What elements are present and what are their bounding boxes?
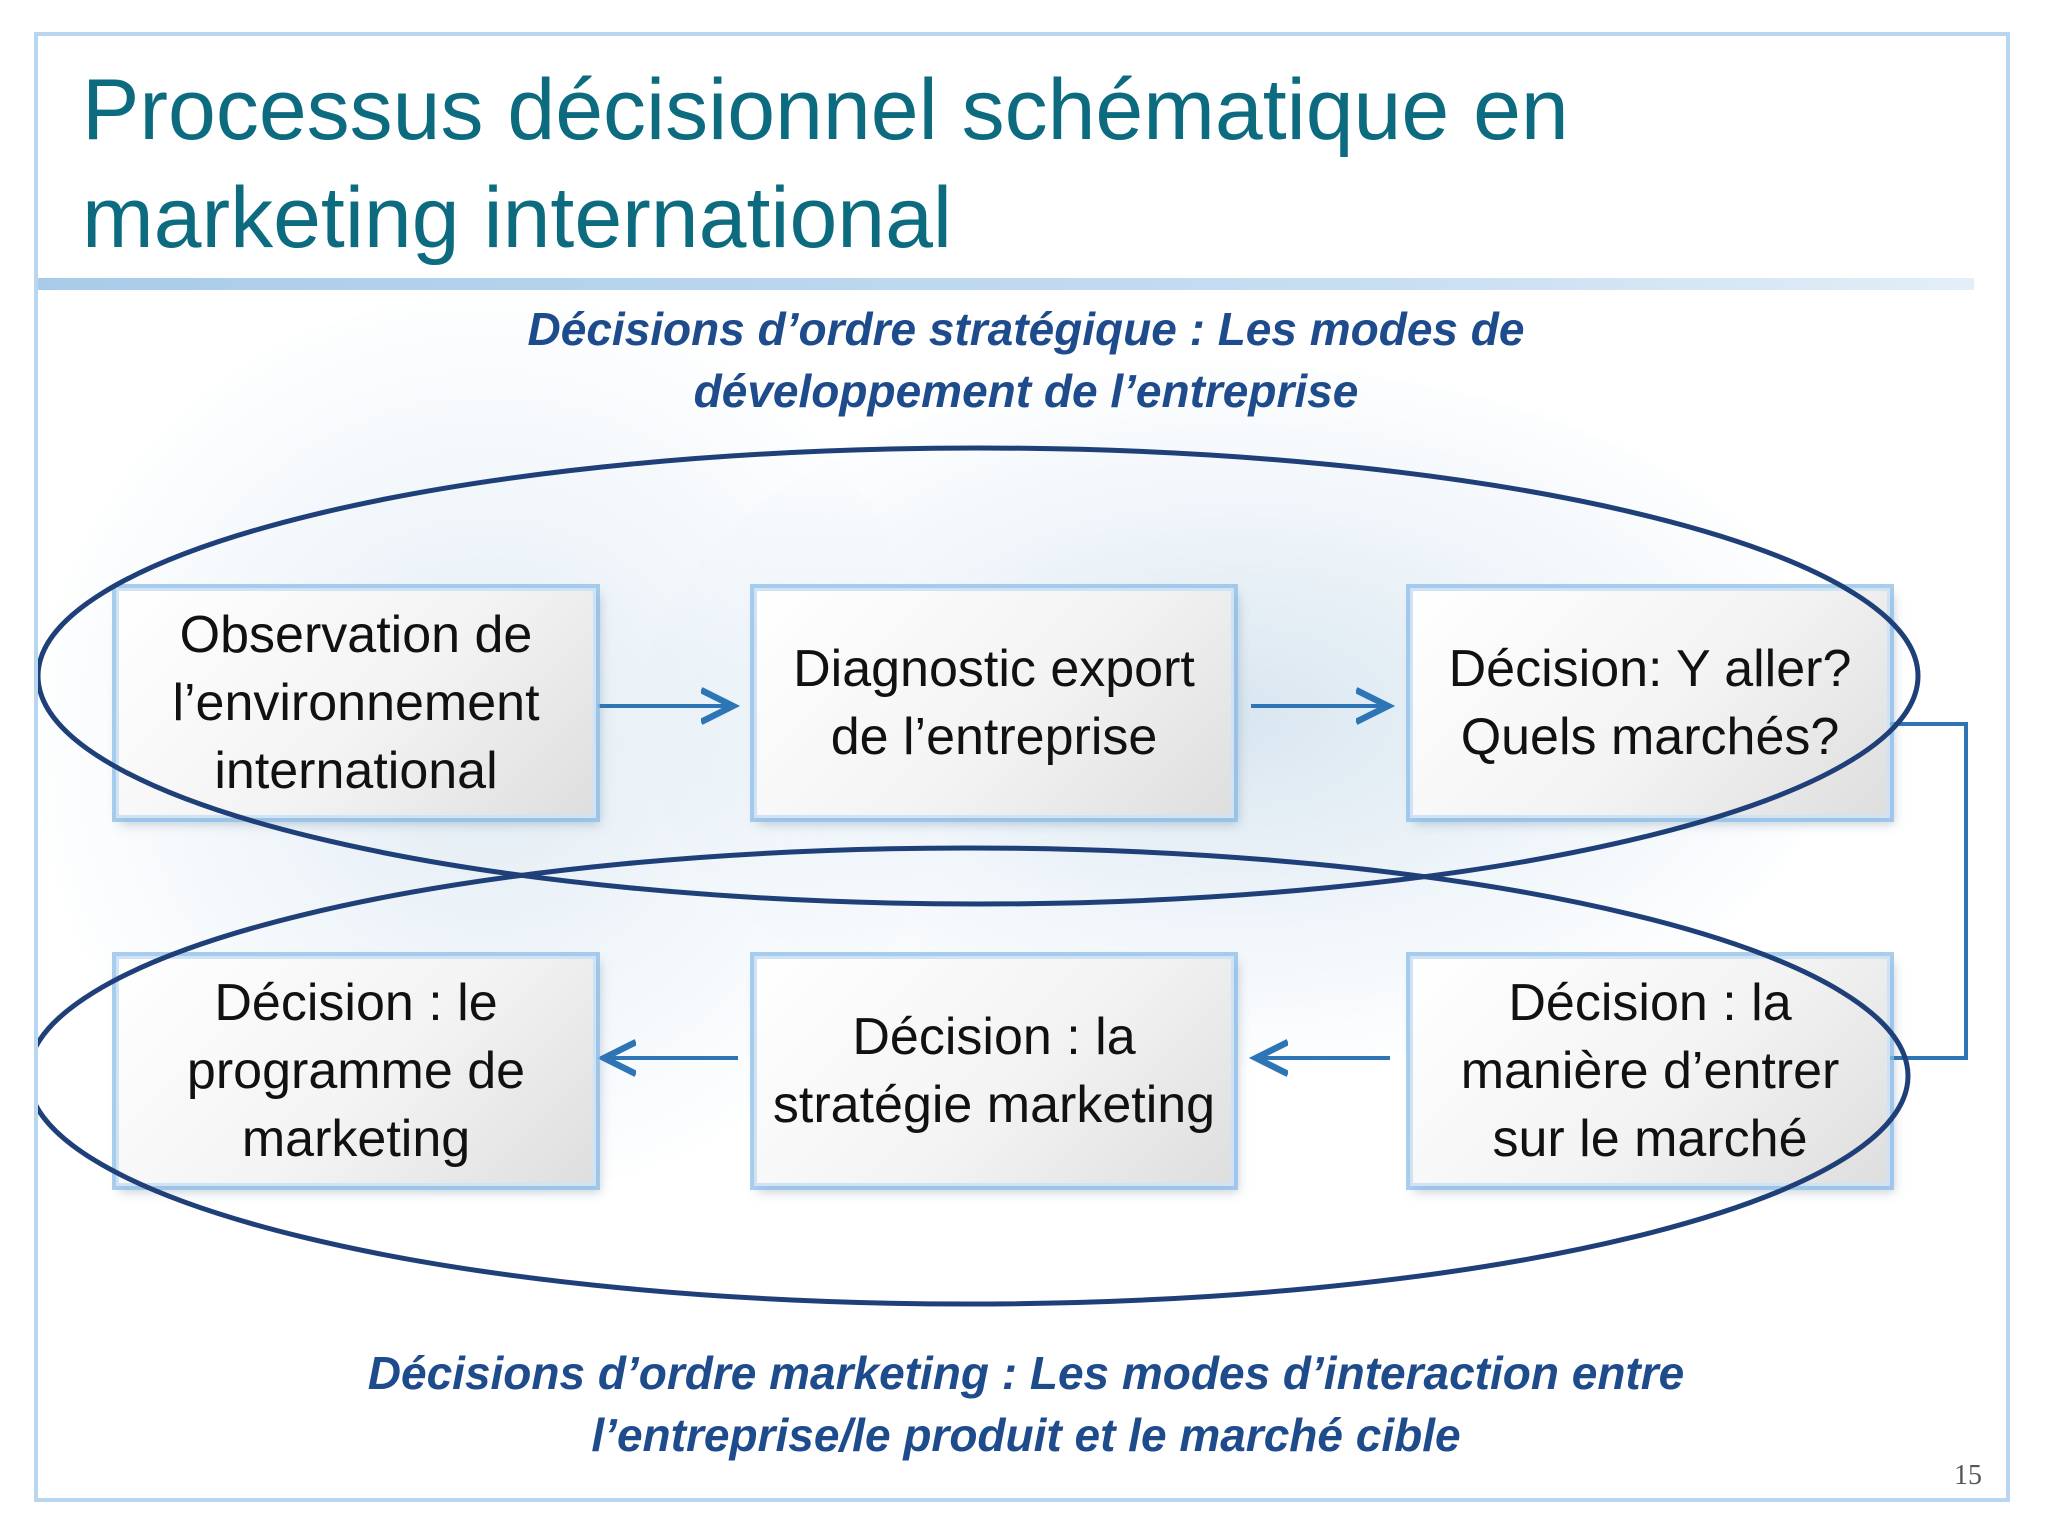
- title-divider: [38, 278, 1974, 290]
- strategic-group-ellipse: [38, 445, 1921, 907]
- diagram-connectors: [38, 36, 1968, 1502]
- box-observation: Observation de l’environnement internati…: [116, 588, 596, 818]
- marketing-group-ellipse: [38, 845, 1911, 1307]
- connector-markets-to-entry: [1890, 722, 1968, 1060]
- grouping-ellipses: [38, 445, 1921, 1307]
- box-diagnostic: Diagnostic export de l’entreprise: [754, 588, 1234, 818]
- box-decision-entry: Décision : la manière d’entrer sur le ma…: [1410, 956, 1890, 1186]
- page-number: 15: [1954, 1460, 1982, 1491]
- strategic-decisions-caption: Décisions d’ordre stratégique : Les mode…: [527, 303, 1525, 417]
- slide: Processus décisionnel schématique en mar…: [34, 32, 2010, 1502]
- box-decision-strategy: Décision : la stratégie marketing: [754, 956, 1234, 1186]
- box-decision-program: Décision : le programme de marketing: [116, 956, 596, 1186]
- marketing-decisions-caption: Décisions d’ordre marketing : Les modes …: [367, 1347, 1685, 1461]
- slide-title: Processus décisionnel schématique en mar…: [82, 62, 1569, 266]
